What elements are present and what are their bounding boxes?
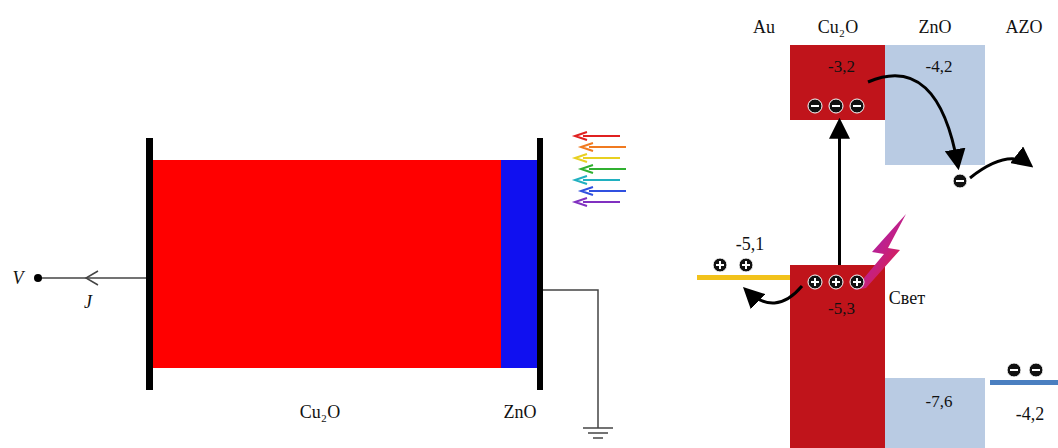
electron bbox=[953, 174, 967, 188]
ray bbox=[589, 190, 626, 192]
zno-layer bbox=[501, 160, 538, 368]
electron bbox=[850, 99, 864, 113]
electron bbox=[1029, 363, 1043, 377]
band bbox=[790, 45, 885, 120]
energy-band: -7,6 bbox=[885, 378, 993, 448]
hole bbox=[739, 258, 753, 272]
band bbox=[885, 378, 985, 448]
transfer-arrow bbox=[746, 286, 802, 303]
electron bbox=[1007, 363, 1021, 377]
charges bbox=[713, 99, 1043, 377]
cu2o-layer bbox=[153, 160, 501, 368]
electron bbox=[808, 99, 822, 113]
au-level bbox=[697, 275, 790, 280]
ray bbox=[583, 179, 620, 181]
left-electrode bbox=[146, 138, 153, 390]
band bbox=[790, 265, 885, 448]
sign bbox=[856, 278, 858, 286]
hole bbox=[713, 258, 727, 272]
ray bbox=[589, 168, 626, 170]
sign bbox=[835, 278, 837, 286]
sign bbox=[1010, 369, 1018, 371]
label: -5,1 bbox=[736, 234, 765, 255]
terminal bbox=[34, 274, 42, 282]
energy-value: -5,3 bbox=[790, 299, 893, 319]
energy-value: -3,2 bbox=[790, 57, 893, 77]
wire bbox=[40, 277, 146, 279]
transfer-arrow bbox=[868, 76, 958, 166]
sign bbox=[811, 105, 819, 107]
sign bbox=[853, 105, 861, 107]
label: Свет bbox=[889, 288, 925, 309]
sign bbox=[1032, 369, 1040, 371]
label: Cu₂O bbox=[818, 17, 858, 38]
hole bbox=[850, 275, 864, 289]
energy-band: -4,2 bbox=[885, 45, 993, 165]
sign bbox=[719, 261, 721, 269]
wire bbox=[543, 290, 598, 428]
energy-value: -4,2 bbox=[885, 57, 993, 77]
ray-head bbox=[575, 154, 587, 162]
label: V bbox=[13, 268, 24, 289]
ray bbox=[583, 135, 620, 137]
right-electrode bbox=[537, 138, 543, 390]
ray bbox=[583, 201, 620, 203]
hole bbox=[808, 275, 822, 289]
sign bbox=[814, 278, 816, 286]
electron bbox=[829, 99, 843, 113]
ray-head bbox=[575, 132, 587, 140]
label: AZO bbox=[1006, 17, 1043, 38]
label: -4,2 bbox=[1016, 404, 1045, 425]
ray-head bbox=[581, 143, 593, 151]
ray-head bbox=[581, 165, 593, 173]
label: Au bbox=[753, 17, 775, 38]
ray-head bbox=[575, 176, 587, 184]
transfer-arrow bbox=[970, 159, 1030, 178]
label: ZnO bbox=[919, 17, 952, 38]
ray bbox=[589, 146, 626, 148]
ray-head bbox=[581, 187, 593, 195]
label: Cu₂O bbox=[300, 402, 340, 423]
sign bbox=[832, 105, 840, 107]
light-rays bbox=[575, 132, 626, 206]
label: ZnO bbox=[504, 402, 537, 423]
energy-band: -3,2 bbox=[790, 45, 893, 120]
ground-symbol bbox=[583, 428, 613, 438]
current-arrow bbox=[86, 271, 98, 285]
sign bbox=[956, 180, 964, 182]
ray-head bbox=[575, 198, 587, 206]
energy-band: -5,3 bbox=[790, 265, 893, 448]
energy-value: -7,6 bbox=[885, 392, 993, 412]
ray bbox=[583, 157, 620, 159]
azo-level bbox=[990, 380, 1058, 385]
hole bbox=[829, 275, 843, 289]
label: J bbox=[84, 292, 92, 313]
sign bbox=[745, 261, 747, 269]
excitation-arrow bbox=[838, 122, 841, 265]
